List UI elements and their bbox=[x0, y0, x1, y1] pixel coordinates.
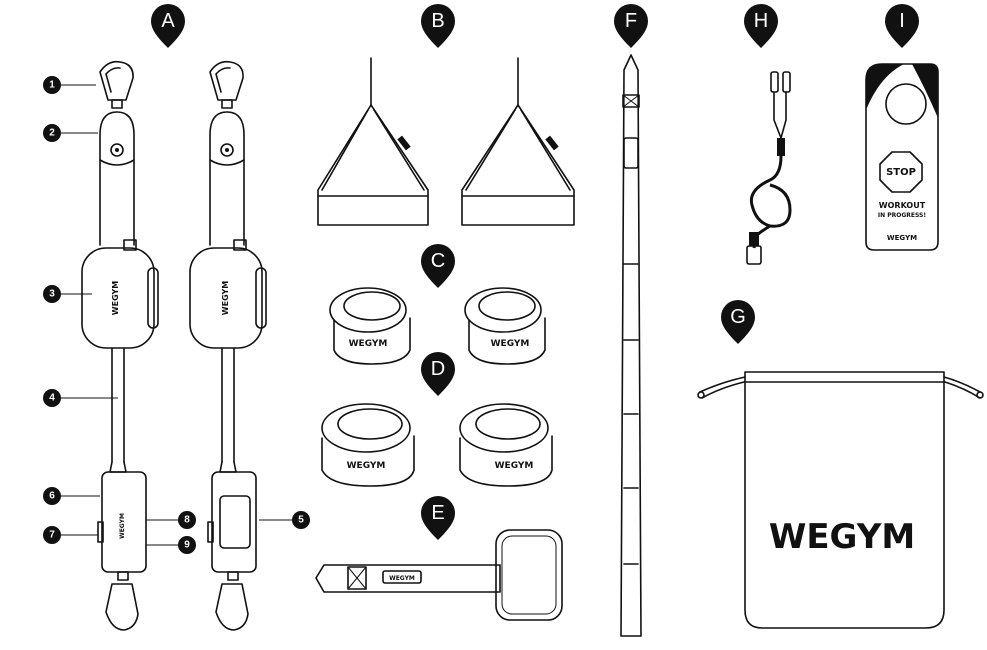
device-a-left: WEGYM WEGYM bbox=[81, 60, 159, 631]
callout-9: 9 bbox=[146, 536, 196, 554]
svg-text:2: 2 bbox=[49, 128, 55, 139]
drawstring-bag-g: WEGYM bbox=[697, 371, 984, 629]
pin-b: B bbox=[421, 4, 455, 48]
svg-text:H: H bbox=[754, 10, 768, 32]
device-a-right: WEGYM bbox=[189, 60, 267, 631]
svg-text:WEGYM: WEGYM bbox=[389, 575, 415, 582]
svg-text:1: 1 bbox=[49, 80, 55, 91]
callout-4: 4 bbox=[43, 389, 118, 407]
pin-i: I bbox=[885, 4, 919, 48]
svg-text:3: 3 bbox=[49, 289, 55, 300]
svg-text:F: F bbox=[625, 10, 637, 32]
pin-e: E bbox=[421, 496, 455, 540]
pin-a: A bbox=[151, 4, 185, 48]
svg-text:6: 6 bbox=[49, 491, 55, 502]
callout-3: 3 bbox=[43, 285, 92, 303]
callout-6: 6 bbox=[43, 487, 100, 505]
hanger-logo: WEGYM bbox=[887, 234, 917, 242]
pin-h: H bbox=[744, 4, 778, 48]
svg-text:8: 8 bbox=[184, 515, 190, 526]
callout-7: 7 bbox=[43, 526, 98, 544]
callout-1: 1 bbox=[43, 76, 96, 94]
pin-g: G bbox=[721, 300, 755, 344]
svg-text:C: C bbox=[431, 250, 445, 272]
svg-text:E: E bbox=[431, 502, 444, 524]
svg-text:WEGYM: WEGYM bbox=[347, 461, 386, 471]
usb-cable-h bbox=[746, 71, 792, 265]
svg-text:7: 7 bbox=[49, 530, 55, 541]
svg-text:WEGYM: WEGYM bbox=[221, 281, 230, 315]
strap-d-right: WEGYM bbox=[459, 403, 553, 487]
pin-d: D bbox=[421, 352, 455, 396]
measuring-strap-f bbox=[620, 54, 642, 637]
callout-8: 8 bbox=[146, 511, 196, 529]
svg-text:5: 5 bbox=[298, 515, 304, 526]
handle-b-right bbox=[461, 57, 575, 226]
svg-text:WEGYM: WEGYM bbox=[111, 281, 120, 315]
callout-5: 5 bbox=[259, 511, 310, 529]
svg-text:D: D bbox=[431, 358, 445, 380]
svg-text:B: B bbox=[431, 10, 444, 32]
pin-f: F bbox=[614, 4, 648, 48]
svg-text:WEGYM: WEGYM bbox=[349, 339, 388, 349]
strap-d-left: WEGYM bbox=[321, 403, 415, 487]
stop-sign-text: STOP bbox=[886, 167, 916, 178]
workout-text: WORKOUT bbox=[879, 201, 926, 210]
strap-c-left: WEGYM bbox=[329, 287, 411, 365]
svg-text:I: I bbox=[899, 10, 905, 32]
svg-text:WEGYM: WEGYM bbox=[491, 339, 530, 349]
bag-logo: WEGYM bbox=[769, 517, 915, 557]
pin-c: C bbox=[421, 244, 455, 288]
svg-text:4: 4 bbox=[49, 393, 55, 404]
svg-text:9: 9 bbox=[184, 540, 190, 551]
door-hanger-i: STOP WORKOUT IN PROGRESS! WEGYM bbox=[865, 63, 939, 251]
callout-2: 2 bbox=[43, 124, 98, 142]
door-anchor-e: WEGYM bbox=[315, 529, 563, 621]
svg-text:WEGYM: WEGYM bbox=[495, 461, 534, 471]
svg-text:WEGYM: WEGYM bbox=[119, 513, 126, 539]
handle-b-left bbox=[317, 57, 429, 226]
svg-text:G: G bbox=[730, 306, 746, 328]
in-progress-text: IN PROGRESS! bbox=[878, 212, 926, 219]
strap-c-right: WEGYM bbox=[464, 287, 546, 365]
svg-text:A: A bbox=[161, 10, 175, 32]
